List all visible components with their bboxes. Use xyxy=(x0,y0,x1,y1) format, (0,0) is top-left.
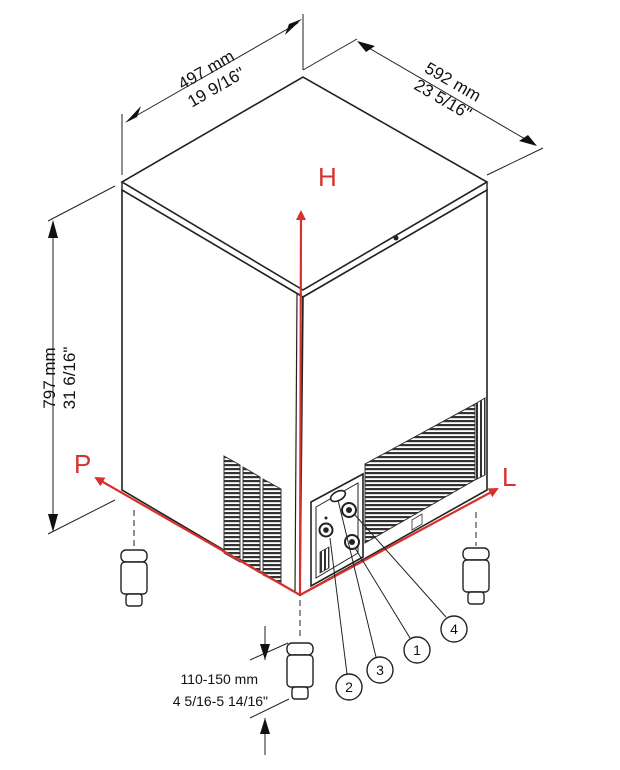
foot-right xyxy=(462,512,490,605)
svg-text:1: 1 xyxy=(413,642,421,658)
foot-mm-label: 110-150 mm xyxy=(180,671,258,687)
callout-4: 4 xyxy=(440,615,468,643)
feet xyxy=(120,510,490,700)
axis-p-line xyxy=(94,477,301,596)
height-in-label: 31 6/16" xyxy=(60,347,79,410)
axis-l-line xyxy=(299,488,499,596)
cabinet xyxy=(120,76,489,597)
svg-text:2: 2 xyxy=(345,679,353,695)
axis-h-line xyxy=(295,210,306,596)
axis-h-label: H xyxy=(318,162,337,192)
height-dimension: 797 mm 31 6/16" xyxy=(40,185,116,535)
foot-height-dimension: 110-150 mm 4 5/16-5 14/16" xyxy=(173,626,290,755)
callout-3: 3 xyxy=(366,656,394,684)
left-vent xyxy=(223,455,282,585)
svg-text:4: 4 xyxy=(450,621,458,637)
foot-left xyxy=(120,510,148,607)
connection-panel xyxy=(310,472,364,588)
outlet-3-fitting xyxy=(329,489,347,503)
callout-2: 2 xyxy=(335,673,363,701)
foot-in-label: 4 5/16-5 14/16" xyxy=(173,693,268,709)
height-mm-label: 797 mm xyxy=(40,347,59,408)
right-grille xyxy=(364,397,486,544)
axes: H P L xyxy=(74,162,516,596)
callouts: 2 3 1 4 xyxy=(329,499,468,701)
callout-1: 1 xyxy=(403,636,431,664)
top-dot xyxy=(393,235,399,241)
svg-text:3: 3 xyxy=(376,662,384,678)
axis-p-label: P xyxy=(74,449,91,479)
axis-l-label: L xyxy=(502,462,516,492)
foot-front xyxy=(286,600,314,700)
